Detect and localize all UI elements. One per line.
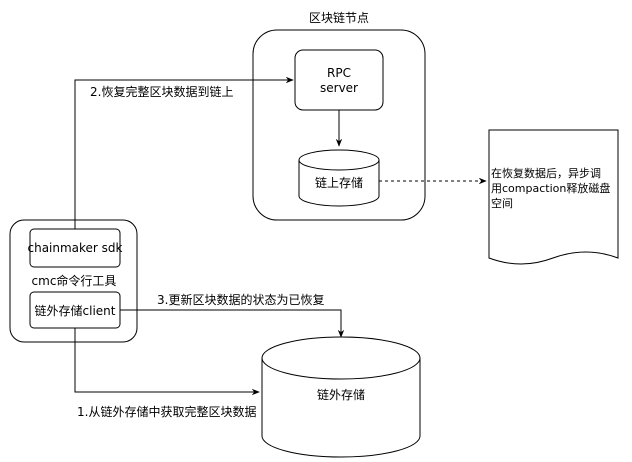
offchain-storage-cylinder (261, 336, 421, 458)
fetch-blocks-arrow (74, 328, 260, 396)
rpc-label: RPC (327, 66, 351, 80)
edge-3-label: 3.更新区块数据的状态为已恢复 (157, 292, 324, 307)
note-line-2: 用compaction释放磁盘 (491, 181, 610, 195)
chainmaker-sdk-label: chainmaker sdk (27, 241, 122, 255)
restore-to-chain-arrow (74, 76, 294, 229)
update-status-arrow (120, 309, 345, 338)
server-label: server (320, 81, 358, 95)
offchain-storage-label: 链外存储 (317, 387, 365, 402)
edge-2-label: 2.恢复完整区块数据到链上 (90, 84, 233, 99)
offchain-client-label: 链外存储client (35, 303, 116, 318)
cmc-tool-label: cmc命令行工具 (32, 273, 117, 288)
rpc-server-box (294, 49, 384, 111)
blockchain-node-label: 区块链节点 (309, 10, 369, 25)
note-line-1: 在恢复数据后，异步调 (491, 166, 601, 180)
compaction-note (488, 129, 619, 265)
edge-1-label: 1.从链外存储中获取完整区块数据 (77, 404, 256, 419)
onchain-storage-cylinder (298, 149, 380, 207)
onchain-storage-label: 链上存储 (315, 175, 363, 190)
note-line-3: 空间 (491, 196, 513, 210)
